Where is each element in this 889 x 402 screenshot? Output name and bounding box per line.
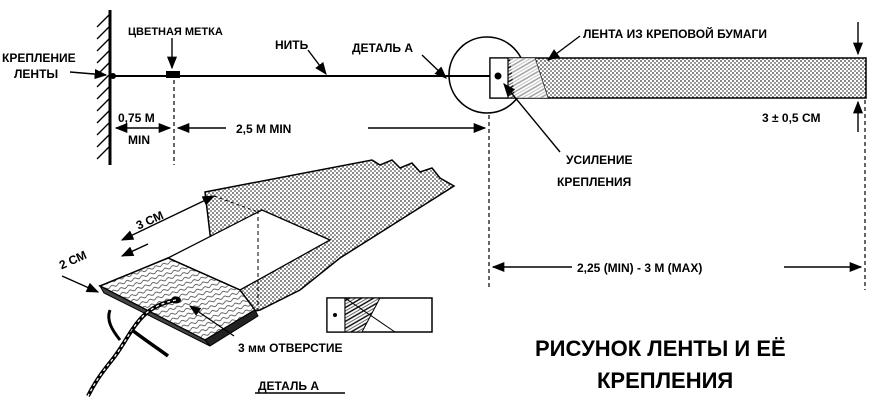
figure-title-line1: РИСУНОК ЛЕНТЫ И ЕЁ — [535, 336, 786, 361]
detail-a-drawing — [86, 159, 456, 397]
leader-hole — [189, 305, 235, 337]
crepe-tape — [489, 57, 867, 99]
dim-2cm-label: 2 СМ — [57, 248, 89, 272]
leader-tape — [546, 35, 581, 61]
detail-a-bottom-label: ДЕТАЛЬ А — [258, 379, 319, 393]
leader-thread — [307, 49, 327, 76]
dim-2cm-arrow-b — [120, 243, 149, 257]
dist-075-label-line1: 0,75 М — [118, 111, 155, 125]
leader-reinforce — [503, 83, 561, 153]
leader-anchor — [69, 69, 108, 80]
dim-3cm-arrow — [120, 195, 216, 241]
anchor-label-line1: КРЕПЛЕНИЕ — [2, 51, 76, 65]
dim-3cm-label: 3 СМ — [134, 208, 166, 232]
thread-label: НИТЬ — [275, 38, 309, 52]
dist-075-label-line2: MIN — [128, 133, 150, 147]
dim-2cm-arrow — [61, 275, 100, 293]
hole-label: 3 мм ОТВЕРСТИЕ — [238, 341, 342, 355]
figure-title-line2: КРЕПЛЕНИЯ — [597, 368, 733, 393]
anchor-label-line2: ЛЕНТЫ — [14, 67, 58, 81]
detail-a-top-label: ДЕТАЛЬ А — [352, 41, 413, 55]
leader-detail-a — [421, 54, 447, 79]
color-mark-label: ЦВЕТНАЯ МЕТКА — [128, 26, 223, 38]
dist-25-label: 2,5 М MIN — [236, 122, 291, 136]
tape-label: ЛЕНТА ИЗ КРЕПОВОЙ БУМАГИ — [583, 26, 767, 41]
tape-width-label: 3 ± 0,5 СМ — [762, 111, 820, 125]
side-view-sketch — [326, 297, 433, 333]
wall-anchor — [96, 10, 116, 165]
color-mark — [166, 71, 180, 78]
reinforce-label-line2: КРЕПЛЕНИЯ — [557, 175, 631, 189]
reinforce-label-line1: УСИЛЕНИЕ — [566, 153, 632, 167]
length-range-label: 2,25 (MIN) - 3 М (MAX) — [577, 261, 702, 275]
